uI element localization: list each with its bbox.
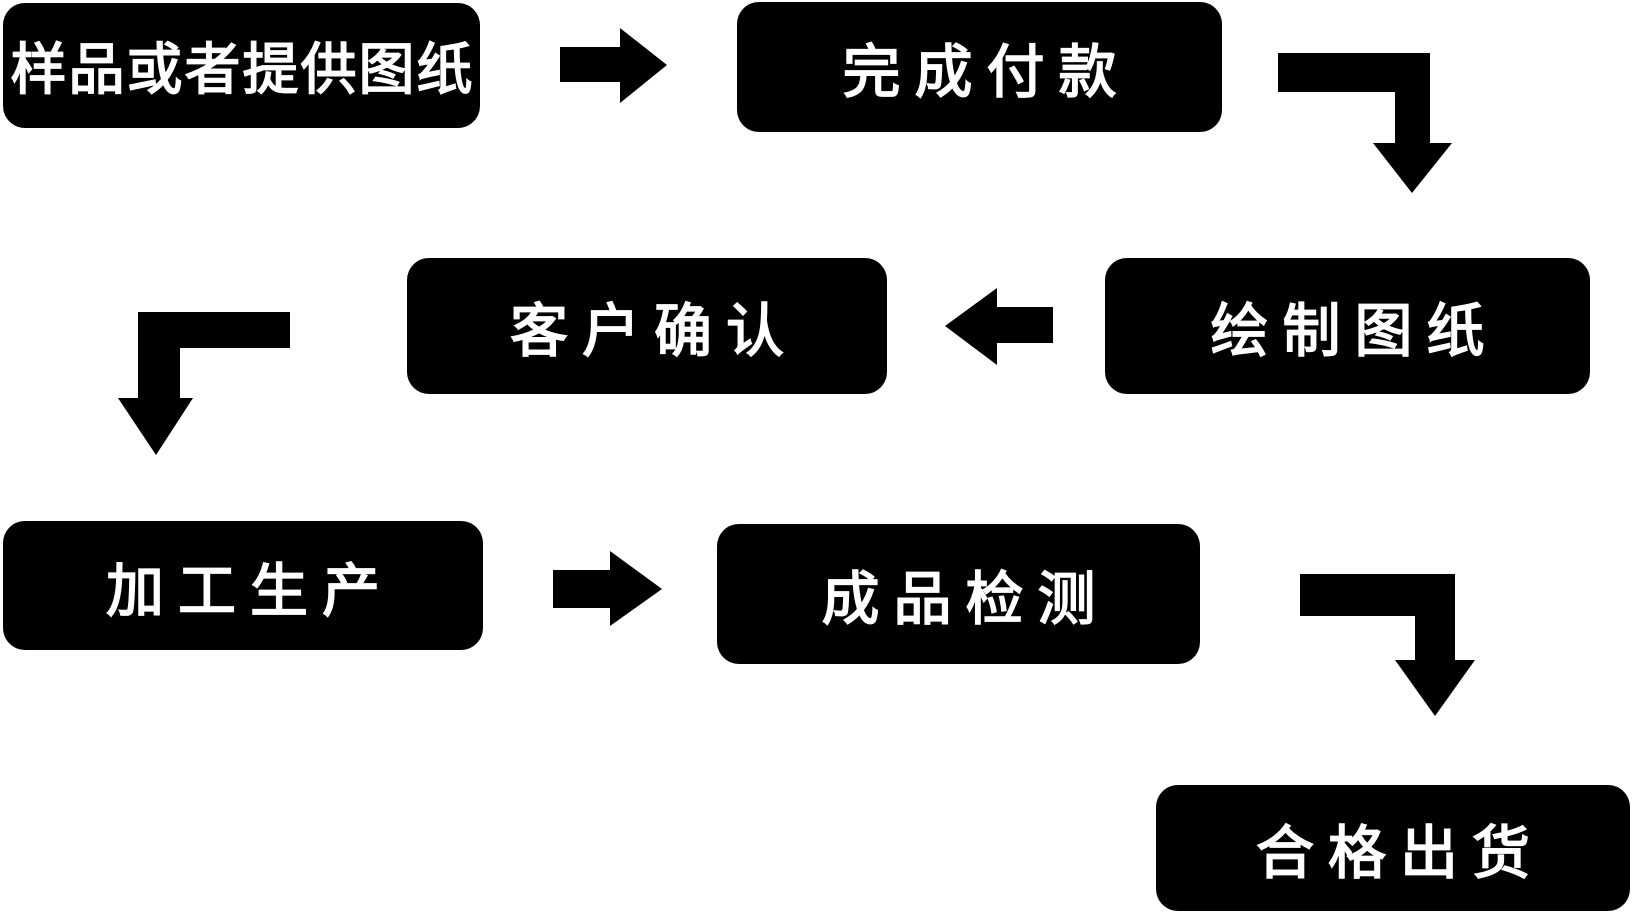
elbow-arrow-left-down-icon (118, 312, 290, 455)
flow-node-complete-payment: 完成付款 (737, 2, 1222, 132)
arrow-right-icon (553, 551, 662, 626)
flow-node-draw-drawings: 绘制图纸 (1105, 258, 1590, 394)
flow-node-qualified-shipment: 合格出货 (1156, 785, 1630, 911)
flow-node-processing-production: 加工生产 (3, 521, 483, 650)
flow-node-sample-or-provide-drawings: 样品或者提供图纸 (3, 3, 480, 128)
flow-node-customer-confirmation: 客户确认 (407, 258, 887, 394)
flow-node-finished-product-inspection: 成品检测 (717, 524, 1200, 664)
arrow-right-icon (560, 28, 667, 103)
elbow-arrow-right-down-icon (1278, 53, 1452, 193)
elbow-arrow-right-down-icon (1300, 574, 1475, 716)
arrow-left-icon (945, 288, 1053, 365)
